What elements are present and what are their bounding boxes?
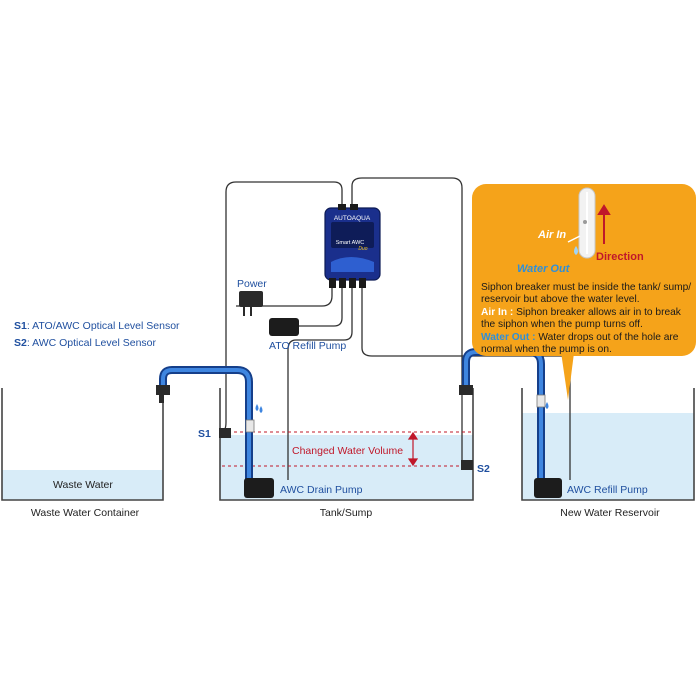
air-in-label: Air In (537, 229, 566, 241)
callout-water-out-text: Water drops out of the hole are normal w… (481, 331, 679, 356)
callout-line1: Siphon breaker must be inside the tank/ … (481, 282, 692, 306)
waste-water-container-label: Waste Water Container (31, 507, 140, 519)
waste-water-label: Waste Water (53, 479, 113, 491)
drain-pipe (156, 366, 255, 484)
waste-water-body (2, 470, 163, 500)
legend-s1: S1: ATO/AWC Optical Level Sensor (14, 320, 180, 332)
awc-drain-pump-label: AWC Drain Pump (280, 484, 363, 496)
awc-drain-pump-icon (244, 478, 274, 498)
legend-s2-key: S2 (14, 337, 27, 349)
water-out-label: Water Out (517, 263, 571, 275)
new-water-reservoir-container (521, 388, 695, 501)
device-model: Smart AWC (336, 240, 365, 246)
air-in-arrow-icon (567, 235, 581, 243)
sensor-s1-icon (219, 428, 231, 438)
smart-awc-controller (324, 204, 381, 288)
ato-refill-pump-label: ATO Refill Pump (269, 340, 346, 352)
callout-tail (560, 345, 575, 400)
droplet-icon (259, 406, 263, 413)
legend-s2-text: : AWC Optical Level Sensor (27, 337, 157, 349)
legend-s1-text: : ATO/AWC Optical Level Sensor (27, 320, 180, 332)
device-model-suffix: Duo (358, 246, 367, 252)
tank-sump-container (219, 388, 474, 501)
siphon-breaker-description: Siphon breaker must be inside the tank/ … (481, 282, 693, 356)
awc-refill-pump-label: AWC Refill Pump (567, 484, 648, 496)
legend-s1-key: S1 (14, 320, 27, 332)
ato-refill-pump-icon (269, 318, 299, 336)
new-water-reservoir-label: New Water Reservoir (560, 507, 660, 519)
siphon-breaker-illustration: Air In Water Out Direction (517, 187, 644, 275)
volume-arrow (407, 431, 419, 467)
legend-s2: S2: AWC Optical Level Sensor (14, 337, 157, 349)
droplet-icon (545, 402, 549, 409)
awc-refill-pump-icon (534, 478, 562, 498)
sensor-s1-label: S1 (198, 428, 211, 440)
device-brand: AUTOAQUA (334, 215, 371, 222)
droplet-icon (255, 404, 259, 411)
callout-air-in-key: Air In : (481, 306, 514, 318)
tank-sump-label: Tank/Sump (320, 507, 373, 519)
power-adapter-icon (239, 291, 263, 316)
callout-water-out-key: Water Out : (481, 331, 536, 343)
sensor-s2-icon (461, 460, 473, 470)
waste-water-container (1, 388, 164, 501)
direction-arrow-icon (597, 204, 611, 244)
power-label: Power (237, 278, 267, 290)
water-drop-icon (574, 246, 578, 255)
callout-air-in-text: Siphon breaker allows air in to break th… (481, 306, 681, 331)
changed-water-volume-label: Changed Water Volume (292, 445, 403, 457)
sensor-s2-label: S2 (477, 463, 490, 475)
direction-label: Direction (596, 251, 644, 263)
